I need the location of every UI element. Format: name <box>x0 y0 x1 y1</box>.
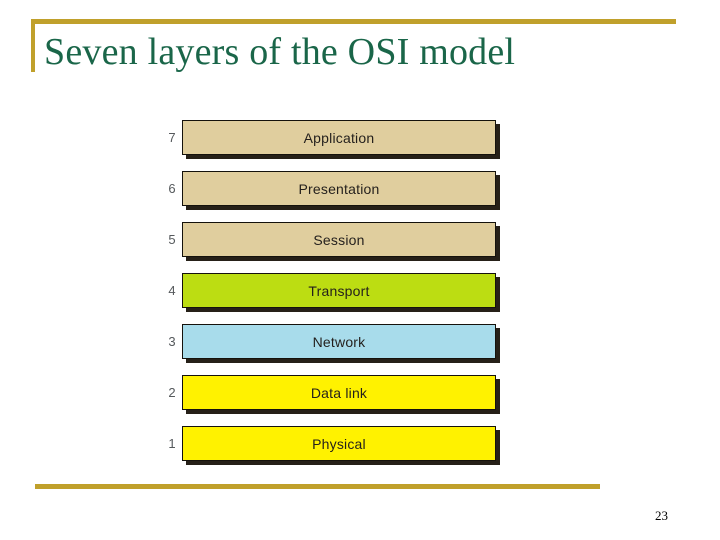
page-title: Seven layers of the OSI model <box>44 31 516 73</box>
osi-layer-row: 1 Physical <box>155 426 505 461</box>
osi-layer-row: 3 Network <box>155 324 505 359</box>
layer-box: Presentation <box>182 171 496 206</box>
osi-layer-row: 4 Transport <box>155 273 505 308</box>
layer-number: 7 <box>168 130 176 145</box>
layer-number: 5 <box>168 232 176 247</box>
layer-box: Physical <box>182 426 496 461</box>
layer-label: Network <box>312 333 366 350</box>
layer-box: Transport <box>182 273 496 308</box>
osi-layer-diagram: 7 Application 6 Presentation 5 Session 4 Transp… <box>155 120 515 475</box>
layer-number: 6 <box>168 181 176 196</box>
layer-label: Session <box>313 231 365 248</box>
header-rule-left <box>31 19 35 72</box>
layer-box: Network <box>182 324 496 359</box>
osi-layer-row: 7 Application <box>155 120 505 155</box>
header-rule-top <box>31 19 676 24</box>
layer-box: Data link <box>182 375 496 410</box>
layer-label: Data link <box>310 384 368 401</box>
osi-layer-row: 5 Session <box>155 222 505 257</box>
page-number: 23 <box>655 508 668 523</box>
layer-number: 2 <box>168 385 176 400</box>
layer-number: 4 <box>168 283 176 298</box>
layer-box: Application <box>182 120 496 155</box>
layer-label: Transport <box>308 282 370 299</box>
layer-number: 1 <box>168 436 176 451</box>
osi-layer-row: 2 Data link <box>155 375 505 410</box>
footer-rule <box>35 484 600 489</box>
layer-number: 3 <box>168 334 176 349</box>
osi-layer-row: 6 Presentation <box>155 171 505 206</box>
layer-label: Application <box>303 129 375 146</box>
layer-label: Presentation <box>298 180 380 197</box>
layer-label: Physical <box>312 435 366 452</box>
layer-box: Session <box>182 222 496 257</box>
